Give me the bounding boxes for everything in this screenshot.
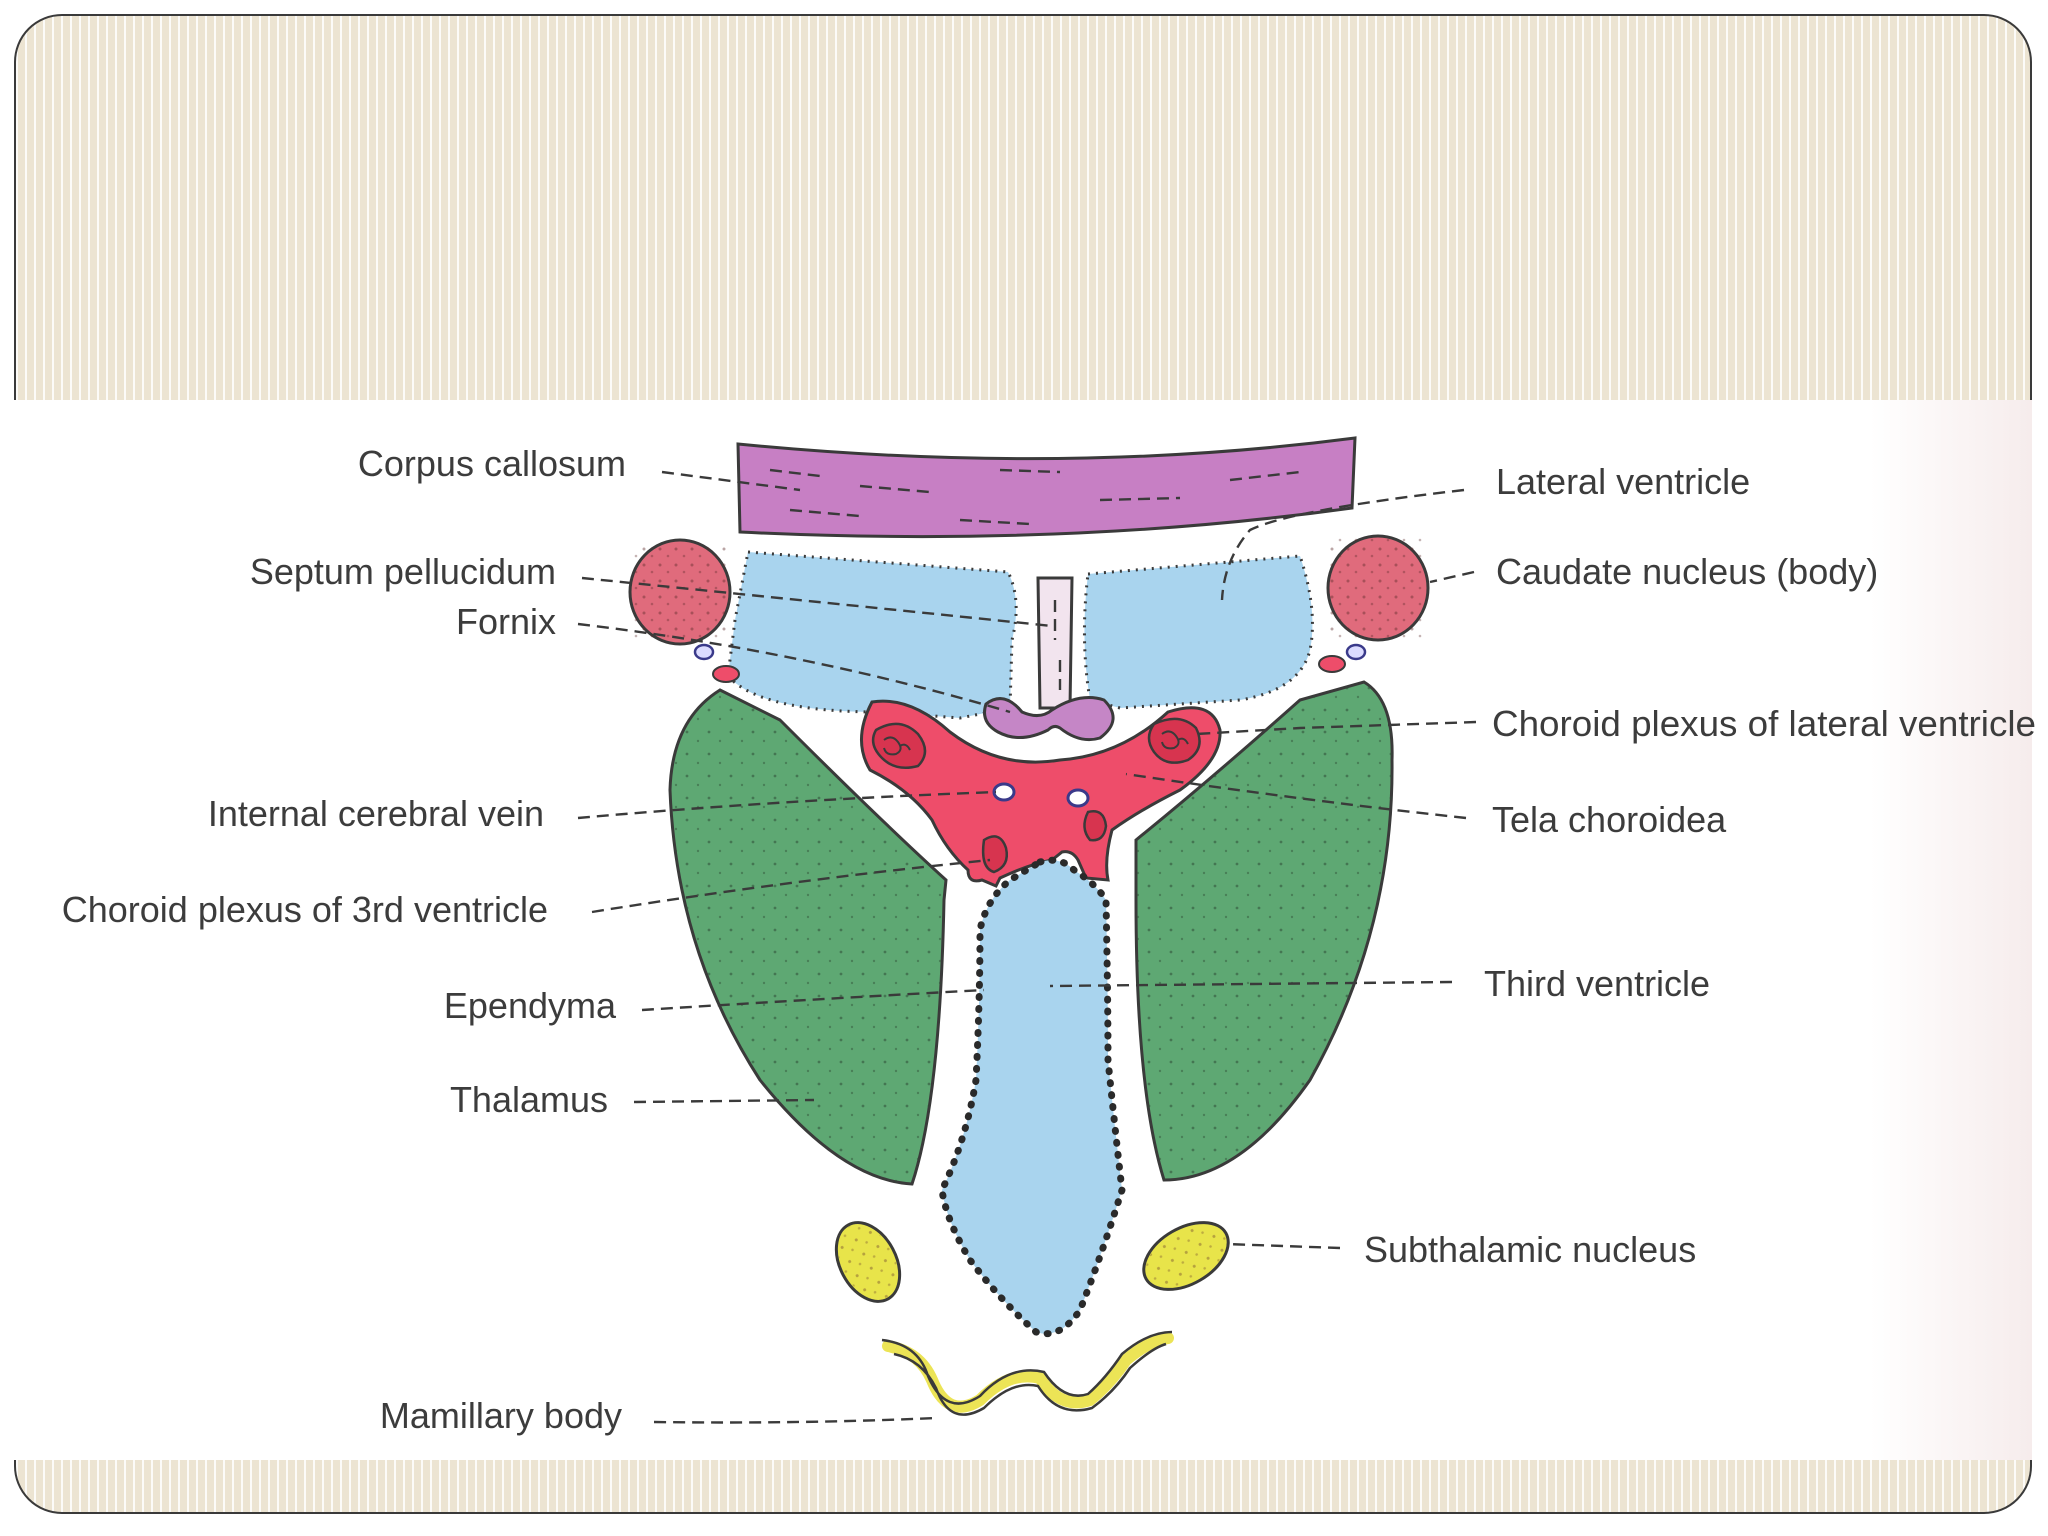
label-fornix: Fornix (456, 601, 556, 642)
right-lateral-ventricle (1082, 554, 1314, 710)
right-small-plexus (1318, 655, 1346, 673)
leader-choroid-plexus-3rd (591, 858, 991, 914)
leader-mamillary-body (653, 1416, 937, 1424)
right-internal-cerebral-vein (1066, 788, 1090, 808)
left-small-plexus (712, 665, 740, 683)
fornix-shape (983, 696, 1115, 742)
leader-third-ventricle (1049, 980, 1453, 988)
label-mamillary-body: Mamillary body (380, 1395, 622, 1436)
tela-choroidea-shape (860, 699, 1222, 888)
label-tela-choroidea: Tela choroidea (1492, 799, 1727, 840)
label-choroid-plexus-3rd: Choroid plexus of 3rd ventricle (62, 889, 548, 930)
label-third-ventricle: Third ventricle (1484, 963, 1710, 1004)
label-septum-pellucidum: Septum pellucidum (250, 551, 556, 592)
leader-septum-pellucidum (581, 576, 1053, 628)
choroid-plexus-3rd-ventricle-right (1083, 810, 1108, 842)
label-lateral-ventricle: Lateral ventricle (1496, 461, 1750, 502)
right-choroid-plexus-lateral (1147, 717, 1201, 764)
label-subthalamic-nucleus: Subthalamic nucleus (1364, 1229, 1696, 1270)
corpus-callosum-shape (736, 436, 1357, 539)
leader-tela-choroidea (1125, 772, 1467, 820)
choroid-plexus-3rd-ventricle (981, 835, 1008, 874)
leader-caudate-nucleus (1429, 570, 1475, 584)
left-lateral-ventricle (726, 550, 1018, 720)
leader-lateral-ventricle (1220, 488, 1465, 601)
third-ventricle-shape (938, 856, 1126, 1338)
leader-corpus-callosum (661, 470, 801, 492)
label-ependyma: Ependyma (444, 985, 617, 1026)
label-choroid-plexus-lateral: Choroid plexus of lateral ventricle (1492, 703, 2036, 744)
right-small-vein (1345, 643, 1367, 661)
left-internal-cerebral-vein (992, 782, 1016, 802)
left-small-vein (693, 643, 715, 661)
leader-fornix (577, 622, 1011, 714)
label-internal-cerebral-vein: Internal cerebral vein (208, 793, 544, 834)
leader-ependyma (641, 988, 985, 1012)
leader-thalamus (633, 1098, 815, 1104)
label-thalamus: Thalamus (450, 1079, 608, 1120)
septum-pellucidum-shape (1036, 576, 1074, 710)
label-corpus-callosum: Corpus callosum (358, 443, 626, 484)
left-choroid-plexus-lateral (871, 722, 927, 769)
leader-subthalamic-nucleus (1225, 1242, 1341, 1250)
label-caudate-nucleus: Caudate nucleus (body) (1496, 551, 1878, 592)
leader-choroid-plexus-lateral (1195, 720, 1477, 736)
